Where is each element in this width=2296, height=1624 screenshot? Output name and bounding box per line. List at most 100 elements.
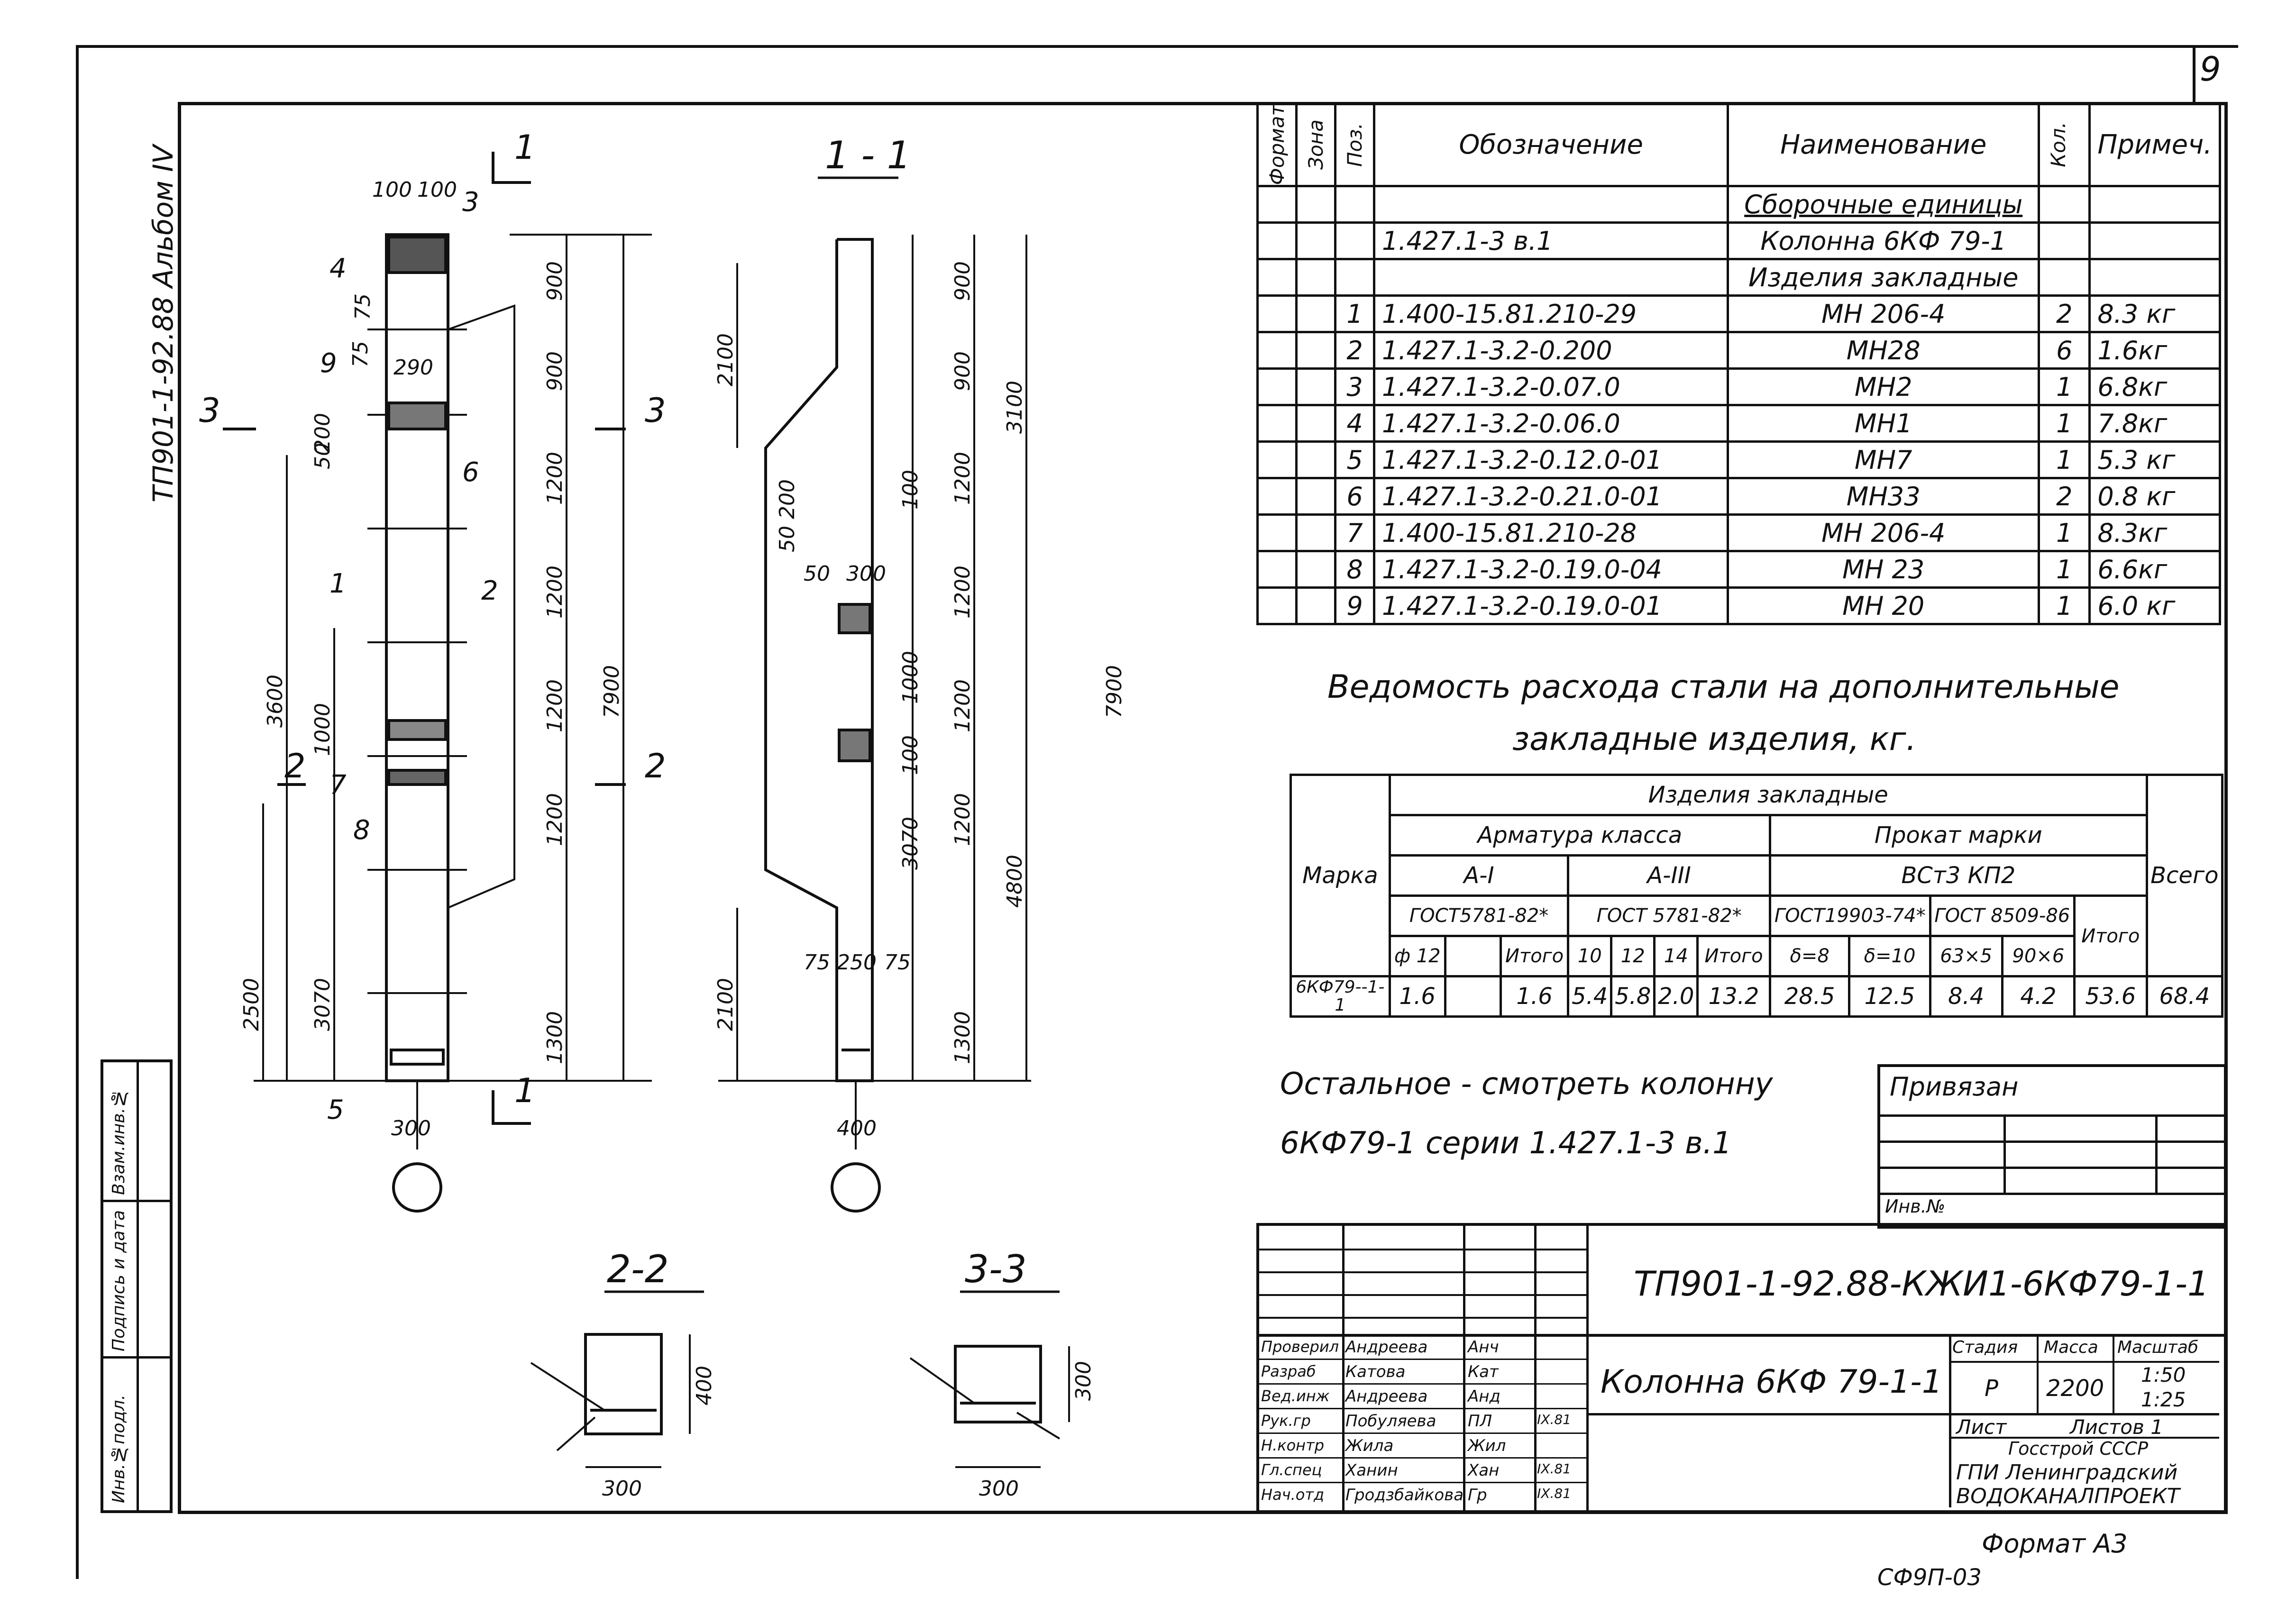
steel-vst-header: ВСт3 КП2 <box>1768 854 2148 897</box>
format-label: Формат А3 <box>1982 1529 2128 1559</box>
note-line-2: 6КФ79-1 серии 1.427.1-3 в.1 <box>1280 1126 1732 1161</box>
sec22-dim-400: 400 <box>692 1366 716 1405</box>
steel-a3-header: А-III <box>1567 854 1771 897</box>
spec-name: МН 206-4 <box>1727 294 2040 334</box>
sec-dim-75-a: 75 <box>804 950 830 975</box>
sign-role: Проверил <box>1261 1338 1339 1356</box>
sign-role: Вед.инж <box>1261 1387 1330 1405</box>
dim-200: 200 <box>311 413 335 453</box>
spec-pos: 3 <box>1334 367 1375 407</box>
sheet-number-box <box>2193 45 2224 102</box>
sec-dim-100-a: 100 <box>898 470 923 510</box>
spec-zone <box>1295 258 1336 297</box>
spec-note: 0.8 кг <box>2088 477 2221 516</box>
dim-1000: 1000 <box>311 703 335 756</box>
spec-designation: 1.427.1-3.2-0.21.0-01 <box>1372 477 1729 516</box>
spec-pos: 4 <box>1334 404 1375 443</box>
sign-date: IX.81 <box>1537 1486 1571 1501</box>
sign-name: Ханин <box>1345 1461 1398 1480</box>
section-3-3-title: 3-3 <box>965 1247 1027 1291</box>
spec-designation: 1.400-15.81.210-28 <box>1372 513 1729 553</box>
album-label: ТП901-1-92.88 Альбом IV <box>147 145 179 502</box>
approval-strip: Взам.инв.№ Подпись и дата Инв.№подл. <box>101 1059 173 1513</box>
sec-dim-3100: 3100 <box>1003 381 1027 434</box>
sec-dim-4800: 4800 <box>1003 855 1027 908</box>
spec-name: МН28 <box>1727 331 2040 370</box>
side-label-2: Подпись и дата <box>109 1210 128 1351</box>
spec-name: Колонна 6КФ 79-1 <box>1727 221 2040 261</box>
steel-value: 12.5 <box>1848 975 1931 1018</box>
spec-pos <box>1334 185 1375 224</box>
spec-pos: 8 <box>1334 550 1375 589</box>
spec-zone <box>1295 550 1336 589</box>
sec-dim-100-b: 100 <box>898 735 923 775</box>
spec-format <box>1256 440 1298 480</box>
spec-pos: 5 <box>1334 440 1375 480</box>
sign-date: IX.81 <box>1537 1412 1571 1427</box>
dim-1200-d: 1200 <box>543 793 567 846</box>
steel-value: 53.6 <box>2073 975 2148 1018</box>
bottom-code: СФ9П-03 <box>1877 1564 1982 1591</box>
spec-name: МН 20 <box>1727 586 2040 626</box>
spec-qty: 1 <box>2038 367 2091 407</box>
spec-zone <box>1295 367 1336 407</box>
side-label-1: Взам.инв.№ <box>109 1088 128 1195</box>
dim-100-a: 100 <box>372 178 412 202</box>
inner-frame <box>178 102 2228 1514</box>
dim-3070: 3070 <box>311 978 335 1031</box>
org-line-3: ВОДОКАНАЛПРОЕКТ <box>1956 1484 2180 1508</box>
steel-a1-header: А-I <box>1388 854 1570 897</box>
spec-zone <box>1295 331 1336 370</box>
spec-designation: 1.427.1-3.2-0.12.0-01 <box>1372 440 1729 480</box>
steel-itogo-prokat: Итого <box>2073 894 2148 977</box>
pos-label-9: 9 <box>320 348 337 379</box>
steel-value: 5.8 <box>1610 975 1656 1018</box>
sec-dim-75-b: 75 <box>884 950 911 975</box>
spec-format <box>1256 185 1298 224</box>
steel-armatura-header: Арматура класса <box>1388 814 1771 857</box>
sign-role: Рук.гр <box>1261 1412 1311 1430</box>
stage-value: Р <box>1985 1375 1998 1402</box>
steel-value: 5.4 <box>1567 975 1613 1018</box>
steel-col-header: ф 12 <box>1388 935 1446 977</box>
spec-qty <box>2038 185 2091 224</box>
steel-total: 68.4 <box>2145 975 2224 1018</box>
sec-dim-1200-a: 1200 <box>951 452 975 505</box>
spec-note: 7.8кг <box>2088 404 2221 443</box>
stage-header: Стадия <box>1952 1338 2018 1357</box>
col-qty: Кол. <box>2038 101 2091 188</box>
sheet-number: 9 <box>2200 50 2221 89</box>
steel-col-header: Итого <box>1696 935 1771 977</box>
spec-qty: 2 <box>2038 294 2091 334</box>
spec-pos: 6 <box>1334 477 1375 516</box>
sign-signature: Анд <box>1468 1387 1500 1406</box>
sign-signature: ПЛ <box>1468 1412 1492 1431</box>
spec-name: МН2 <box>1727 367 2040 407</box>
sign-name: Андреева <box>1345 1338 1428 1357</box>
spec-note <box>2088 221 2221 261</box>
cut-mark-3-left: 3 <box>199 391 220 430</box>
spec-format <box>1256 331 1298 370</box>
spec-note: 8.3 кг <box>2088 294 2221 334</box>
steel-col-header <box>1444 935 1502 977</box>
steel-marka-header: Марка <box>1290 774 1391 977</box>
sec-dim-250: 250 <box>837 950 877 975</box>
spec-qty: 1 <box>2038 404 2091 443</box>
spec-qty: 2 <box>2038 477 2091 516</box>
pos-label-1: 1 <box>329 568 347 599</box>
dim-290: 290 <box>393 356 433 380</box>
sign-name: Андреева <box>1345 1387 1428 1406</box>
spec-name: МН 23 <box>1727 550 2040 589</box>
steel-col-header: 10 <box>1567 935 1613 977</box>
sec-dim-7900: 7900 <box>1102 665 1126 718</box>
dim-1200-a: 1200 <box>543 452 567 505</box>
dim-2500: 2500 <box>239 978 264 1031</box>
spec-zone <box>1295 404 1336 443</box>
spec-designation: 1.427.1-3.2-0.200 <box>1372 331 1729 370</box>
spec-zone <box>1295 477 1336 516</box>
